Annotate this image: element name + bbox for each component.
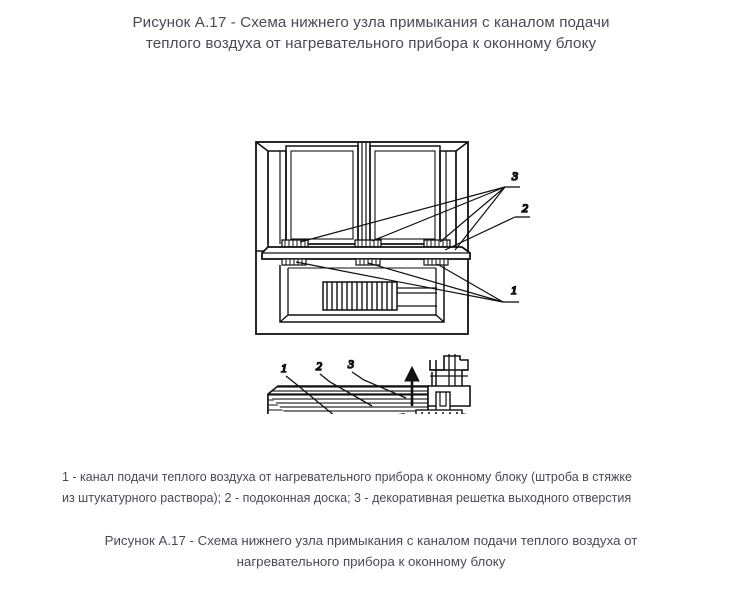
figure-legend-line-2: из штукатурного раствора); 2 - подоконна… [62, 490, 632, 505]
page-title: Рисунок А.17 - Схема нижнего узла примык… [61, 0, 681, 54]
figure-caption-line-1: Рисунок А.17 - Схема нижнего узла примык… [104, 533, 638, 548]
technical-drawing: 3 2 1 [0, 54, 742, 414]
figure-caption: Рисунок А.17 - Схема нижнего узла примык… [0, 530, 742, 572]
callout-upper-2: 2 [522, 201, 528, 215]
figure-legend: 1 - канал подачи теплого воздуха от нагр… [62, 466, 650, 508]
leader-line-2 [444, 216, 530, 251]
page-title-line-1: Рисунок А.17 - Схема нижнего узла примык… [132, 14, 610, 31]
section-window-frame [427, 354, 471, 414]
grille-upper-right [423, 239, 451, 248]
callout-lower-2: 2 [316, 359, 322, 373]
window-sill-board [261, 246, 471, 260]
grille-lower-row [281, 258, 449, 266]
radiator [322, 281, 437, 311]
callout-upper-3: 3 [511, 169, 518, 183]
callout-upper-1: 1 [511, 283, 517, 297]
mortar-bed [415, 409, 463, 414]
grille-upper-row [281, 239, 451, 248]
grille-lower-center [355, 258, 381, 266]
page-title-line-2: теплого воздуха от нагревательного прибо… [145, 35, 597, 52]
leader-lines-1 [295, 261, 519, 303]
airflow-arrow [404, 365, 420, 406]
window-reveal-left [255, 141, 287, 252]
lower-section-view: 1 2 3 [267, 354, 471, 414]
figure-caption-line-2: нагревательного прибора к оконному блоку [236, 554, 506, 569]
drawing-canvas: 3 2 1 [255, 141, 530, 414]
window-sashes [285, 142, 441, 246]
leader-lines-3 [299, 186, 520, 251]
callout-lower-1: 1 [281, 361, 287, 375]
figure-legend-line-1: 1 - канал подачи теплого воздуха от нагр… [62, 469, 632, 484]
radiator-niche [279, 265, 445, 323]
section-sill-board [267, 385, 429, 414]
grille-lower-right [423, 258, 449, 266]
grille-upper-center [354, 239, 382, 248]
leader-lines-lower [285, 371, 407, 414]
grille-lower-left [281, 258, 307, 266]
window-reveal-right [439, 141, 469, 252]
upper-elevation-view: 3 2 1 [255, 141, 530, 335]
callout-lower-3: 3 [347, 357, 354, 371]
